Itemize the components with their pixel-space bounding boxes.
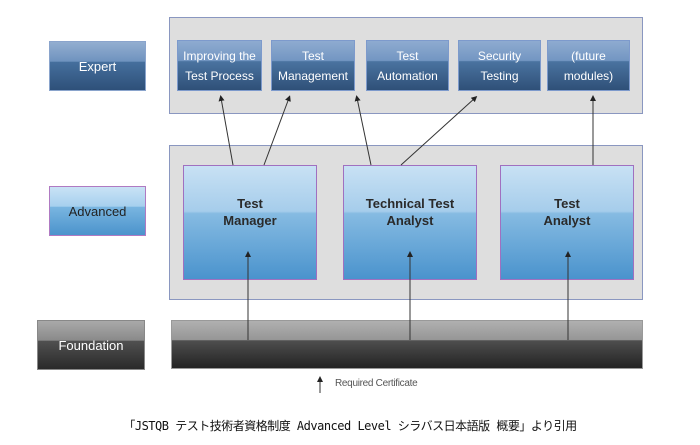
- arrow-tm-to-test-management: [263, 95, 291, 166]
- module-line2: modules): [563, 68, 614, 83]
- level-label-advanced: Advanced: [49, 186, 146, 236]
- source-caption: 「JSTQB テスト技術者資格制度 Advanced Level シラバス日本語…: [123, 419, 577, 433]
- module-line1: Test: [396, 48, 419, 63]
- module-line2: Automation: [377, 68, 438, 83]
- arrow-tta-to-security-testing: [400, 95, 478, 166]
- legend-required-certificate: Required Certificate: [335, 378, 418, 389]
- module-line1: (future: [571, 48, 606, 63]
- arrow-tta-to-test-automation: [354, 95, 372, 166]
- module-line1: Security: [477, 48, 522, 63]
- role-line1: Test: [554, 195, 580, 211]
- level-label-expert-text: Expert: [78, 58, 117, 74]
- level-label-expert: Expert: [49, 41, 146, 91]
- level-label-foundation-text: Foundation: [58, 337, 124, 353]
- level-label-foundation: Foundation: [37, 320, 145, 370]
- module-line1: Improving the: [183, 48, 256, 63]
- module-line1: Test: [301, 48, 324, 63]
- role-line2: Manager: [223, 212, 277, 228]
- expert-module-future-modules: (future modules): [547, 40, 630, 91]
- level-label-advanced-text: Advanced: [68, 203, 127, 219]
- module-line2: Testing: [480, 68, 519, 83]
- module-line2: Test Process: [185, 68, 254, 83]
- role-line1: Technical Test: [365, 195, 455, 211]
- module-line2: Management: [277, 68, 349, 83]
- role-line1: Test: [237, 195, 263, 211]
- arrow-tm-to-improving: [218, 95, 234, 166]
- foundation-bar: [171, 320, 643, 369]
- role-line2: Analyst: [543, 212, 591, 228]
- role-line2: Analyst: [386, 212, 434, 228]
